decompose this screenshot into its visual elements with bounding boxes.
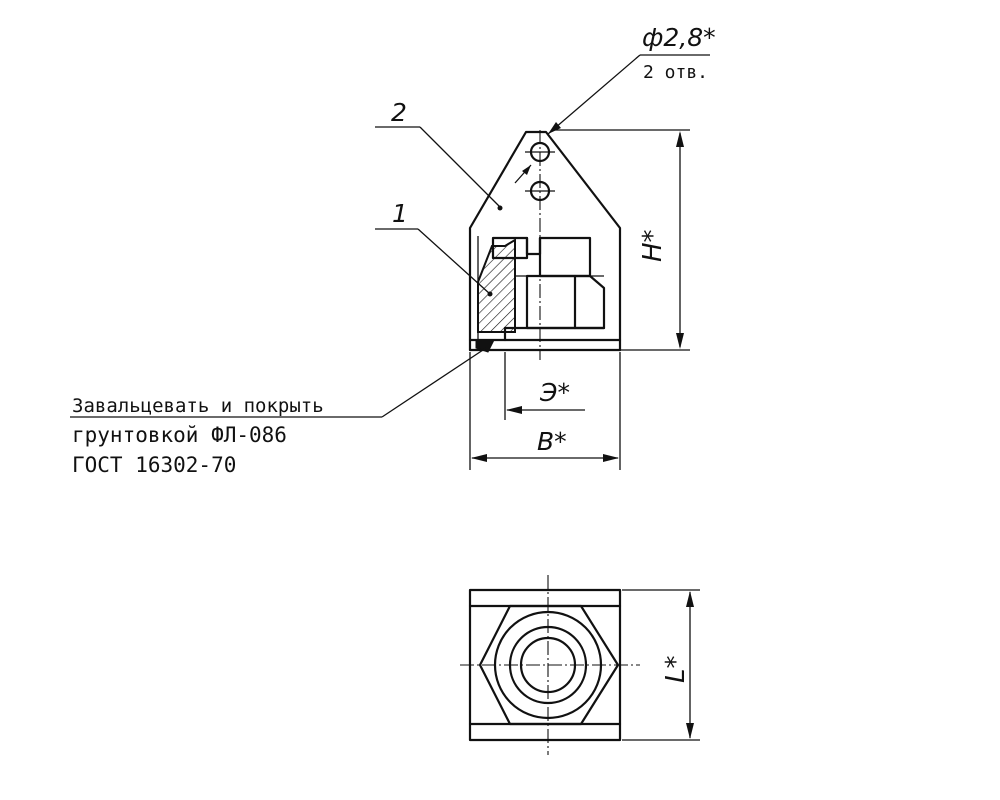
dim-d-label: Э*	[539, 378, 570, 407]
note-line-1: Завальцевать и покрыть	[72, 395, 324, 417]
part1-label: 1	[392, 199, 408, 228]
dim-b-arrow-left	[471, 454, 487, 462]
dim-l-arrow-bottom	[686, 723, 694, 739]
hole-diameter-label: ф2,8*	[642, 23, 716, 52]
note-leader-line	[381, 347, 487, 418]
leader-part1-dot	[487, 291, 493, 297]
hatched-section-part1	[477, 238, 516, 333]
dim-d-arrow	[506, 406, 522, 414]
note-line-3: ГОСТ 16302-70	[72, 453, 236, 477]
dim-h-arrow-bottom	[676, 333, 684, 349]
top-view	[460, 575, 700, 755]
top-view-hexagon	[478, 604, 620, 726]
hole-dia-arrow	[522, 165, 531, 175]
dim-h-label: H*	[638, 229, 668, 262]
hole-leader-line	[547, 54, 641, 135]
dim-l-label: L*	[661, 656, 691, 684]
dim-b-arrow-right	[603, 454, 619, 462]
leader-part2-dot	[497, 205, 503, 211]
front-view	[70, 54, 710, 470]
fitting-slot	[525, 236, 542, 256]
fitting-head	[538, 236, 592, 278]
note-line-2: грунтовкой ФЛ-086	[72, 423, 287, 447]
seal-plate-outline	[468, 130, 622, 352]
hole-quantity-label: 2 отв.	[643, 62, 708, 83]
rolled-edge-mark	[475, 339, 495, 353]
hex-nut-body	[525, 274, 606, 330]
leader-part2-line	[419, 126, 501, 208]
part2-label: 2	[391, 98, 407, 127]
dim-h-arrow-top	[676, 131, 684, 147]
dim-l-arrow-top	[686, 591, 694, 607]
hole-leader-arrow	[548, 122, 561, 134]
dim-b-label: B*	[537, 427, 567, 456]
leader-part1-line	[417, 228, 491, 295]
